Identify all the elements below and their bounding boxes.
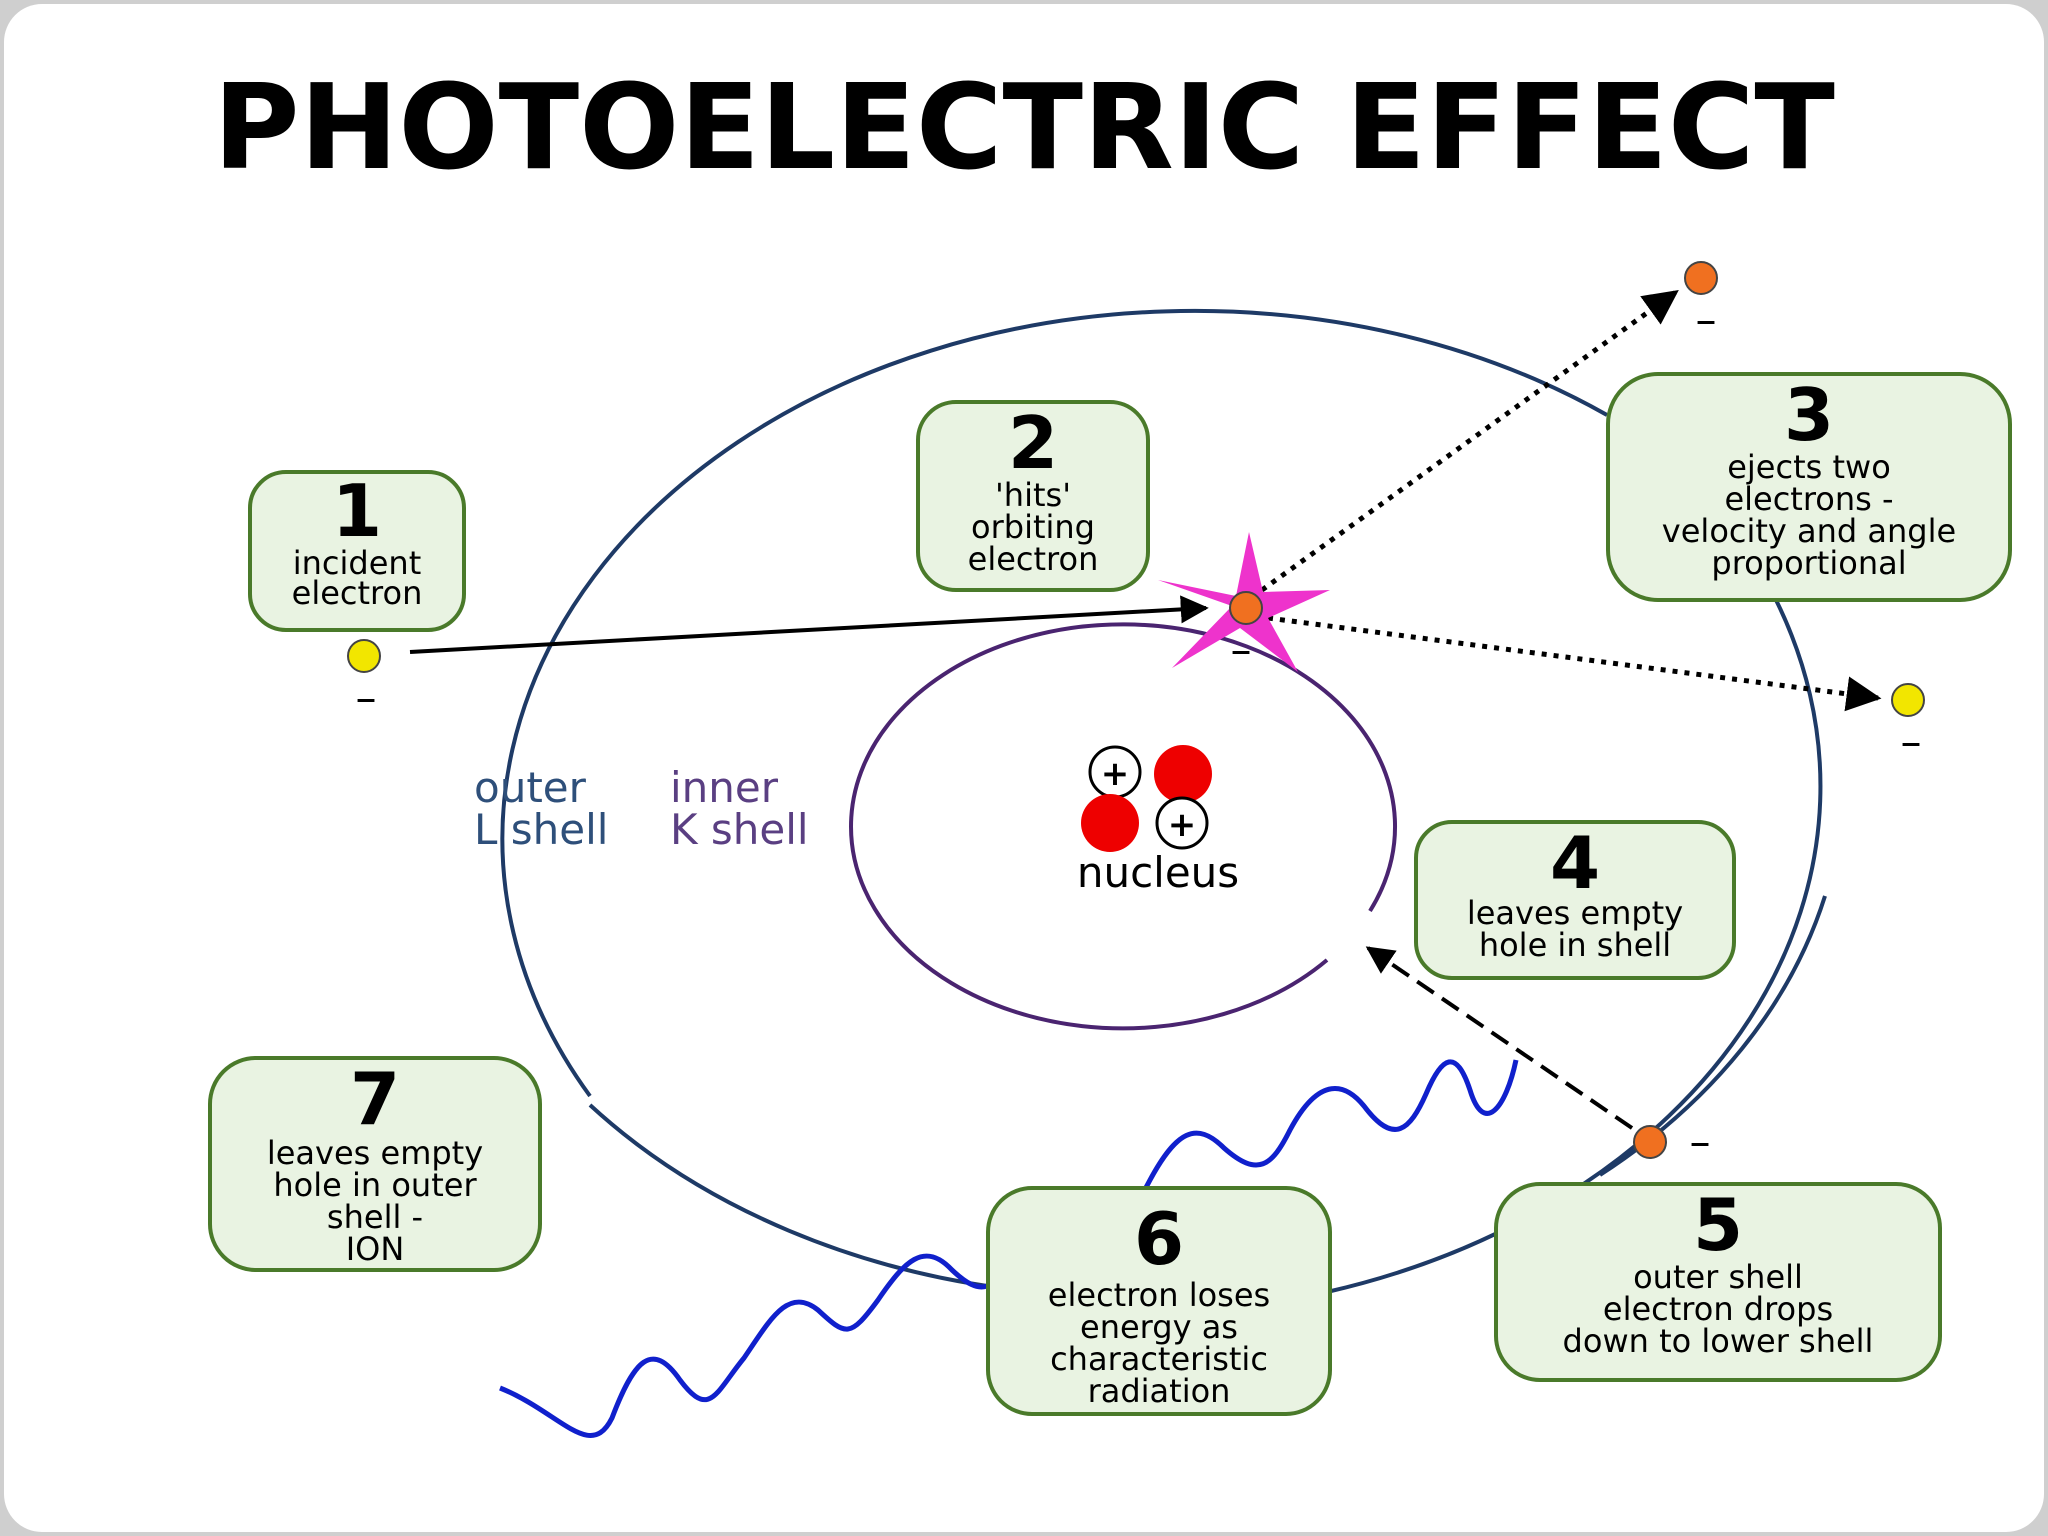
- step-box-4: 4 leaves empty hole in shell: [1414, 820, 1736, 980]
- proton-charge: +: [1101, 754, 1130, 794]
- step-text: characteristic: [1050, 1340, 1268, 1378]
- neutron: [1154, 745, 1212, 803]
- step-box-background: [248, 470, 466, 632]
- step-text: leaves empty: [267, 1134, 483, 1172]
- step-number: 7: [350, 1057, 400, 1141]
- step-text: proportional: [1711, 544, 1906, 582]
- step-text: ejects two: [1727, 448, 1891, 486]
- outer-l-shell: [1326, 597, 1823, 1294]
- step-box-background: [1494, 1182, 1942, 1382]
- step-number: 1: [332, 469, 382, 553]
- step-text: radiation: [1088, 1372, 1231, 1410]
- step-box-6: 6 electron loses energy as characteristi…: [986, 1186, 1332, 1416]
- proton-charge: +: [1168, 805, 1197, 845]
- electron-drop-path: [1365, 946, 1634, 1130]
- neutron: [1081, 794, 1139, 852]
- step-text: 'hits': [995, 476, 1071, 514]
- electron-charge: –: [1231, 625, 1252, 674]
- step-text: hole in shell: [1479, 926, 1671, 964]
- inner-shell-label: K shell: [670, 805, 809, 854]
- step-box-7: 7 leaves empty hole in outer shell - ION: [208, 1056, 542, 1272]
- orbital-electron: [1229, 591, 1263, 625]
- outer-l-shell: [500, 308, 1608, 1098]
- step-box-background: [1606, 372, 2012, 602]
- step-text: velocity and angle: [1662, 512, 1956, 550]
- step-text: electrons -: [1724, 480, 1893, 518]
- ejected-electron: [1684, 261, 1718, 295]
- outer-shell-electron: [1633, 1125, 1667, 1159]
- outer-l-shell: [588, 1103, 1036, 1294]
- step-number: 4: [1550, 821, 1600, 905]
- step-text: leaves empty: [1467, 894, 1683, 932]
- step-box-background: [986, 1186, 1332, 1416]
- step-text: shell -: [327, 1198, 423, 1236]
- step-text: electron: [968, 540, 1099, 578]
- step-box-1: 1 incident electron: [248, 469, 466, 632]
- step-number: 6: [1134, 1197, 1184, 1281]
- step-box-background: [916, 400, 1150, 592]
- electron-charge: –: [1690, 1117, 1711, 1166]
- step-box-background: [1414, 820, 1736, 980]
- step-number: 5: [1693, 1183, 1743, 1267]
- electron-charge: –: [356, 673, 377, 722]
- step-text: orbiting: [971, 508, 1095, 546]
- nucleus: + +: [1081, 745, 1212, 852]
- step-text: electron drops: [1603, 1290, 1833, 1328]
- electron-charge: –: [1901, 717, 1922, 766]
- step-text: ION: [346, 1230, 405, 1268]
- ejected-electron-path-up: [1260, 289, 1679, 593]
- incident-electron-path: [409, 595, 1209, 654]
- step-text: electron loses: [1048, 1276, 1270, 1314]
- nucleus-label: nucleus: [1077, 848, 1239, 897]
- step-box-5: 5 outer shell electron drops down to low…: [1494, 1182, 1942, 1382]
- step-box-3: 3 ejects two electrons - velocity and an…: [1606, 372, 2012, 602]
- step-text: down to lower shell: [1563, 1322, 1874, 1360]
- electron-charge: –: [1696, 295, 1717, 344]
- outer-shell-label: outer: [474, 763, 587, 812]
- step-text: hole in outer: [273, 1166, 477, 1204]
- ejected-electron-path-right: [1267, 615, 1882, 712]
- incident-electron: [347, 639, 381, 673]
- ejected-electron: [1891, 683, 1925, 717]
- inner-k-shell: [849, 622, 1397, 1031]
- step-box-background: [208, 1056, 542, 1272]
- step-text: energy as: [1080, 1308, 1238, 1346]
- proton: [1155, 796, 1209, 850]
- step-text: electron: [292, 574, 423, 612]
- outer-shell-label: L shell: [474, 805, 608, 854]
- step-number: 3: [1784, 373, 1834, 457]
- step-text: incident: [293, 544, 421, 582]
- step-text: outer shell: [1633, 1258, 1803, 1296]
- inner-shell-label: inner: [670, 763, 779, 812]
- diagram-title: PHOTOELECTRIC EFFECT: [213, 58, 1835, 196]
- step-number: 2: [1008, 401, 1058, 485]
- step-box-2: 2 'hits' orbiting electron: [916, 400, 1150, 592]
